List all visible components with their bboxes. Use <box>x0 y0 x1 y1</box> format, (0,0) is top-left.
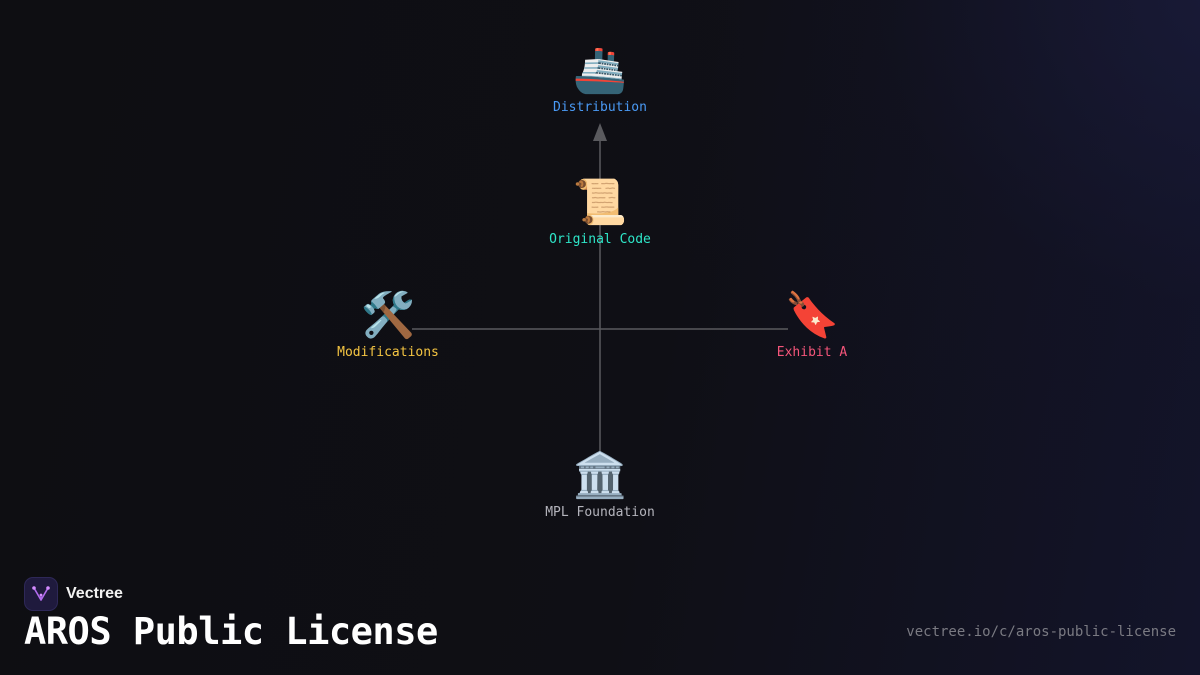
node-label-modifications: Modifications <box>337 345 439 360</box>
node-label-original-code: Original Code <box>549 232 651 247</box>
bookmark-icon: 🔖 <box>784 291 840 340</box>
node-modifications[interactable]: 🛠️ Modifications <box>288 291 488 360</box>
node-distribution[interactable]: 🚢 Distribution <box>500 46 700 115</box>
arrow-head-up <box>593 123 607 141</box>
node-label-mpl-foundation: MPL Foundation <box>545 505 655 520</box>
ship-icon: 🚢 <box>572 46 628 95</box>
page-title: AROS Public License <box>24 610 438 653</box>
node-exhibit-a[interactable]: 🔖 Exhibit A <box>712 291 912 360</box>
hammer-wrench-icon: 🛠️ <box>360 291 416 340</box>
node-label-distribution: Distribution <box>553 100 647 115</box>
classical-building-icon: 🏛️ <box>572 451 628 500</box>
node-mpl-foundation[interactable]: 🏛️ MPL Foundation <box>500 451 700 520</box>
node-label-exhibit-a: Exhibit A <box>776 345 848 360</box>
brand[interactable]: Vectree <box>24 577 123 611</box>
vectree-logo-icon <box>24 577 58 611</box>
node-original-code[interactable]: 📜 Original Code <box>500 178 700 247</box>
scroll-icon: 📜 <box>572 178 628 227</box>
page-url[interactable]: vectree.io/c/aros-public-license <box>906 624 1176 640</box>
brand-name: Vectree <box>66 585 123 602</box>
